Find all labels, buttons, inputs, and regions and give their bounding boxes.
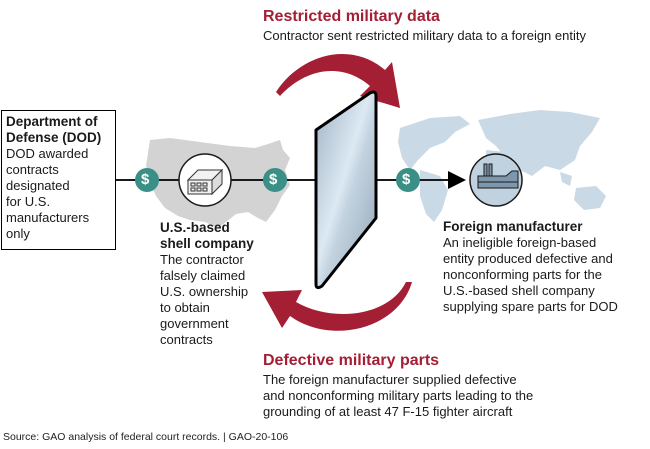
foreign-manufacturer-line: entity produced defective and [443, 251, 613, 266]
shell-company-line: The contractor [160, 252, 244, 267]
shell-company-line: government [160, 316, 229, 331]
dod-title-line1: Department of [6, 114, 98, 129]
restricted-data-title: Restricted military data [263, 8, 440, 25]
defective-parts-line: and nonconforming military parts leading… [263, 388, 534, 403]
foreign-manufacturer-title: Foreign manufacturer [443, 219, 583, 234]
money-icon-1 [135, 168, 159, 192]
dod-line: only [6, 226, 30, 241]
shell-company-line: contracts [160, 332, 213, 347]
dod-line: manufacturers [6, 210, 90, 225]
office-building-icon [186, 168, 224, 196]
defective-parts-line: grounding of at least 47 F-15 fighter ai… [263, 404, 513, 419]
factory-icon [477, 163, 519, 189]
dod-title-line2: Defense (DOD) [6, 130, 102, 145]
flow-arrowhead [448, 171, 466, 189]
dollar-sign-1: $ [141, 171, 150, 188]
foreign-manufacturer-section: Foreign manufacturer An ineligible forei… [443, 219, 618, 315]
foreign-manufacturer-line: supplying spare parts for DOD [443, 299, 618, 314]
barrier-panel [314, 90, 378, 290]
source-note: Source: GAO analysis of federal court re… [3, 431, 289, 443]
dod-box: Department of Defense (DOD) DOD awarded … [1, 110, 116, 250]
shell-company-title-line2: shell company [160, 236, 254, 251]
dod-line: DOD awarded [6, 146, 89, 161]
shell-company-section: U.S.-based shell company The contractor … [160, 220, 254, 348]
foreign-manufacturer-line: An ineligible foreign-based [443, 235, 597, 250]
shell-company-line: to obtain [160, 300, 210, 315]
restricted-data-description: Contractor sent restricted military data… [263, 28, 586, 43]
money-icon-2 [263, 168, 287, 192]
shell-company-line: falsely claimed [160, 268, 246, 283]
defective-parts-section: Defective military parts The foreign man… [263, 352, 533, 420]
dollar-sign-2: $ [269, 171, 278, 188]
dod-line: designated [6, 178, 70, 193]
defective-parts-title: Defective military parts [263, 352, 440, 369]
dod-line: contracts [6, 162, 59, 177]
defective-parts-arrow [262, 282, 412, 331]
restricted-data-arrow [276, 54, 400, 108]
money-icon-3 [396, 168, 420, 192]
dod-line: for U.S. [6, 194, 51, 209]
foreign-manufacturer-line: nonconforming parts for the [443, 267, 602, 282]
shell-company-line: U.S. ownership [160, 284, 249, 299]
shell-company-title-line1: U.S.-based [160, 220, 230, 235]
dollar-sign-3: $ [402, 171, 411, 188]
restricted-data-section: Restricted military data Contractor sent… [263, 8, 586, 44]
defective-parts-line: The foreign manufacturer supplied defect… [263, 372, 517, 387]
foreign-manufacturer-line: U.S.-based shell company [443, 283, 595, 298]
